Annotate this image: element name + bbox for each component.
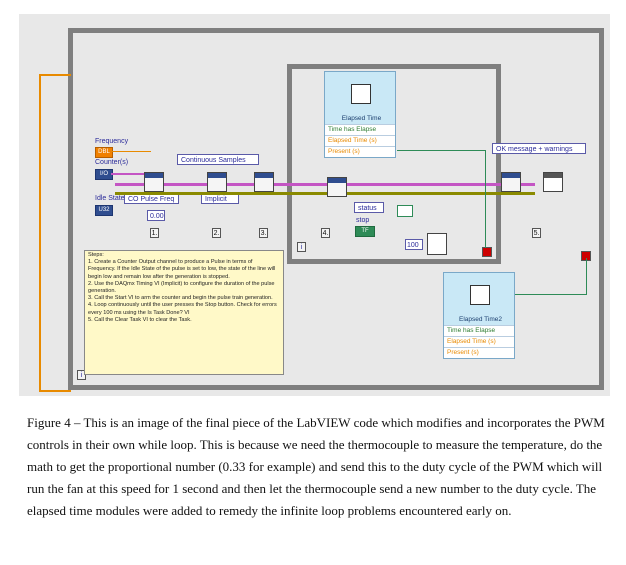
elapsed-time2-title: Elapsed Time2 (444, 315, 514, 325)
inner-while-loop[interactable] (287, 64, 501, 264)
elapsed-wire-1 (397, 150, 485, 151)
elapsed-wire-2-up (586, 258, 587, 295)
is-task-done-vi[interactable] (327, 177, 347, 197)
frame-label-1: 1. (150, 228, 159, 238)
orange-wire (39, 74, 41, 392)
elapsed-time2-row-3[interactable]: Present (s) (444, 347, 514, 358)
idle-state-terminal[interactable]: U32 (95, 205, 113, 216)
frequency-wire (111, 151, 151, 152)
ok-message-select[interactable]: OK message + warnings (492, 143, 586, 154)
error-wire (115, 192, 535, 195)
numeric-constant[interactable]: 0.00 (147, 210, 165, 221)
steps-line-1: 1. Create a Counter Output channel to pr… (88, 259, 276, 280)
outer-loop-index: i (77, 370, 86, 380)
counters-label: Counter(s) (95, 159, 129, 166)
elapsed-time2-row-2[interactable]: Elapsed Time (s) (444, 336, 514, 347)
continuous-samples-select[interactable]: Continuous Samples (177, 154, 259, 165)
idle-state-label: Idle State (95, 195, 125, 202)
stopwatch-icon (351, 84, 371, 104)
elapsed-time-icon-area (325, 72, 395, 114)
orange-wire-bottom (39, 390, 71, 392)
steps-line-3: 3. Call the Start VI to arm the counter … (88, 295, 273, 302)
daqmx-timing-vi[interactable] (207, 172, 227, 192)
steps-line-4: 4. Loop continuously until the user pres… (88, 302, 277, 316)
status-unbundle[interactable]: status (354, 202, 384, 213)
frame-label-3: 3. (259, 228, 268, 238)
stopwatch-icon (470, 285, 490, 305)
steps-note: Steps: 1. Create a Counter Output channe… (84, 250, 284, 375)
const-100[interactable]: 100 (405, 239, 423, 250)
outer-while-loop[interactable] (68, 28, 604, 390)
steps-heading: Steps: (88, 252, 104, 258)
elapsed-time-row-3[interactable]: Present (s) (325, 146, 395, 157)
daqmx-start-vi[interactable] (254, 172, 274, 192)
stop-label: stop (356, 217, 370, 224)
steps-line-2: 2. Use the DAQmx Timing VI (Implicit) to… (88, 280, 275, 295)
elapsed-time2-row-1[interactable]: Time has Elapse (444, 325, 514, 336)
daqmx-create-channel-vi[interactable] (144, 172, 164, 192)
inner-loop-stop-condition[interactable] (482, 247, 492, 257)
wait-ms-function[interactable] (427, 233, 447, 255)
daqmx-clear-task-vi[interactable] (501, 172, 521, 192)
frequency-terminal[interactable]: DBL (95, 147, 113, 158)
or-function[interactable] (397, 205, 413, 217)
steps-line-5: 5. Call the Clear Task VI to clear the T… (88, 316, 192, 323)
elapsed-time2-icon-area (444, 273, 514, 315)
frequency-label: Frequency (95, 138, 129, 145)
frame-label-5: 5. (532, 228, 541, 238)
stop-button-terminal[interactable]: TF (355, 226, 375, 237)
inner-loop-index: i (297, 242, 306, 252)
counters-wire (111, 173, 151, 175)
elapsed-time-row-1[interactable]: Time has Elapse (325, 124, 395, 135)
elapsed-time2-express-vi[interactable]: Elapsed Time2 Time has Elapse Elapsed Ti… (443, 272, 515, 359)
elapsed-time-title: Elapsed Time (325, 114, 395, 124)
frame-label-2: 2. (212, 228, 221, 238)
elapsed-wire-2 (501, 294, 586, 295)
error-handler-vi[interactable] (543, 172, 563, 192)
figure-caption: Figure 4 – This is an image of the final… (27, 415, 605, 518)
task-wire (115, 183, 535, 186)
elapsed-time-express-vi[interactable]: Elapsed Time Time has Elapse Elapsed Tim… (324, 71, 396, 158)
elapsed-wire-1-down (485, 150, 486, 248)
frame-label-4: 4. (321, 228, 330, 238)
elapsed-time-row-2[interactable]: Elapsed Time (s) (325, 135, 395, 146)
orange-wire-top (39, 74, 71, 76)
